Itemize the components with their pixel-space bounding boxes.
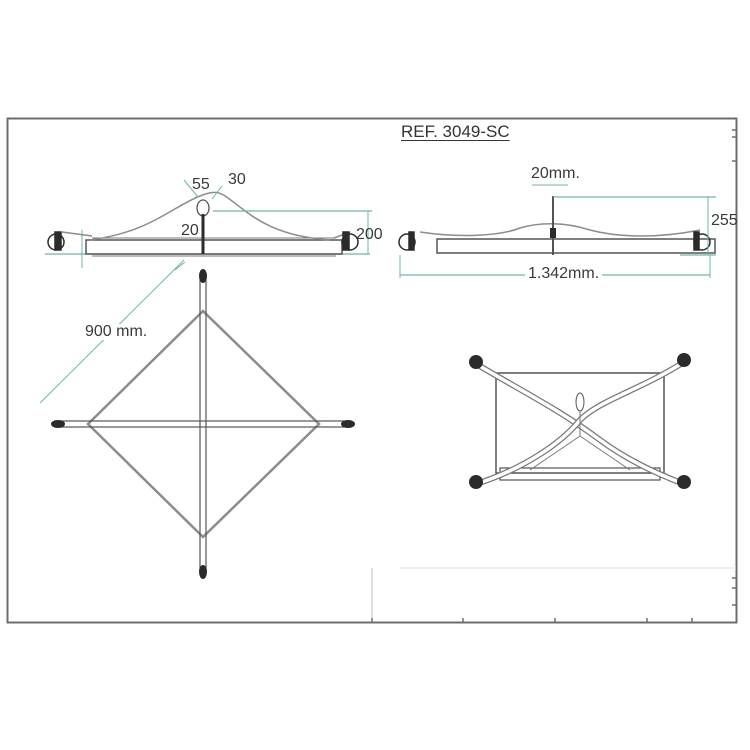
dim-hook-width: 55 xyxy=(192,176,210,193)
dim-right-height: 255 xyxy=(711,212,738,229)
dim-hook-top: 20mm. xyxy=(531,165,580,182)
dim-hook-depth: 20 xyxy=(181,222,199,239)
dim-overall-length: 1.342mm. xyxy=(525,266,603,282)
dim-diagonal-side: 900 mm. xyxy=(83,323,150,340)
reference-number: REF. 3049-SC xyxy=(401,122,510,141)
dim-hook-offset: 30 xyxy=(228,171,246,188)
perspective-view xyxy=(469,353,691,489)
dim-left-height: 200 xyxy=(356,226,383,243)
drawing-frame xyxy=(6,117,738,624)
side-view-left xyxy=(45,179,372,271)
top-view-diamond xyxy=(39,259,355,579)
